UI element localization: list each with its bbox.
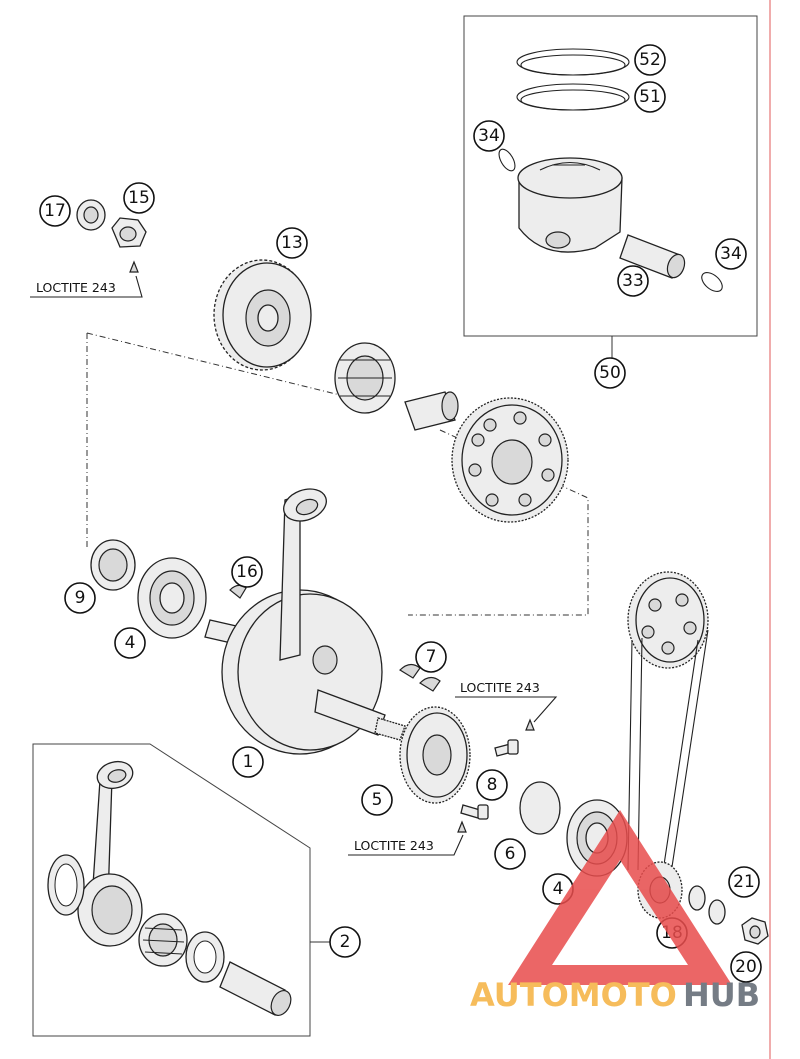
- piston-ring-51: [516, 83, 630, 111]
- callout-21: 21: [728, 866, 760, 898]
- conrod-kit-washer-b: [185, 931, 225, 983]
- spacer: [688, 885, 706, 911]
- svg-text:LOCTITE 243: LOCTITE 243: [354, 838, 434, 853]
- callout-50: 50: [594, 357, 626, 389]
- nut-15: [111, 217, 147, 248]
- loctite-label-2: LOCTITE 243: [455, 680, 558, 723]
- svg-text:20: 20: [735, 957, 757, 977]
- callout-5: 5: [361, 784, 393, 816]
- balancer-gear-5: [399, 706, 471, 804]
- callout-1: 1: [232, 746, 264, 778]
- svg-text:7: 7: [426, 647, 437, 667]
- washer-17: [76, 199, 106, 231]
- svg-text:LOCTITE 243: LOCTITE 243: [460, 680, 540, 695]
- callout-8: 8: [476, 769, 508, 801]
- rotor-13: [213, 259, 312, 371]
- svg-text:33: 33: [622, 271, 644, 291]
- svg-text:6: 6: [505, 844, 516, 864]
- piston: [517, 157, 623, 253]
- main-bearing-4a: [137, 557, 207, 639]
- loctite-drop-2: [525, 718, 535, 731]
- conrod-kit-crankpin: [219, 961, 292, 1016]
- svg-text:21: 21: [733, 872, 755, 892]
- svg-text:8: 8: [487, 775, 498, 795]
- loctite-label-1: LOCTITE 243: [30, 275, 143, 298]
- piston-pin: [619, 234, 686, 279]
- bolt-lower: [460, 804, 489, 820]
- shim-6: [519, 781, 561, 835]
- nut-20: [741, 917, 769, 945]
- loctite-drop-3: [457, 820, 467, 833]
- callout-33: 33: [617, 265, 649, 297]
- circlip-34-a: [498, 148, 516, 172]
- callout-52: 52: [634, 44, 666, 76]
- svg-text:2: 2: [340, 932, 351, 952]
- connecting-rod: [279, 488, 327, 661]
- svg-text:4: 4: [125, 633, 136, 653]
- svg-text:17: 17: [44, 201, 66, 221]
- callout-20: 20: [730, 951, 762, 983]
- loctite-drop-1: [129, 260, 139, 273]
- conrod-kit-bearing: [138, 913, 188, 967]
- woodruff-key-7b: [419, 676, 441, 692]
- callout-6: 6: [494, 838, 526, 870]
- woodruff-key-7a: [399, 663, 421, 679]
- callout-34b: 34: [715, 238, 747, 270]
- washer-21: [708, 899, 726, 925]
- conrod-kit-rod: [77, 760, 143, 947]
- callout-15: 15: [123, 182, 155, 214]
- svg-text:34: 34: [478, 126, 500, 146]
- bolt-8: [494, 739, 519, 757]
- callout-7: 7: [415, 641, 447, 673]
- svg-text:9: 9: [75, 588, 86, 608]
- svg-text:52: 52: [639, 50, 661, 70]
- callout-4a: 4: [114, 627, 146, 659]
- svg-text:4: 4: [553, 879, 564, 899]
- primary-gear: [451, 397, 569, 523]
- svg-text:51: 51: [639, 87, 661, 107]
- watermark-text-hub: HUB: [683, 976, 760, 1014]
- needle-bearing-cage: [334, 342, 396, 414]
- svg-text:5: 5: [372, 790, 383, 810]
- svg-text:16: 16: [236, 562, 258, 582]
- circlip-34-b: [701, 272, 723, 292]
- watermark-logo: AUTOMOTO HUB: [470, 810, 760, 1014]
- timing-chain: [627, 571, 709, 881]
- piston-ring-52: [516, 48, 630, 76]
- crankshaft: [204, 589, 406, 755]
- loctite-label-3: LOCTITE 243: [348, 834, 464, 856]
- svg-text:13: 13: [281, 233, 303, 253]
- svg-text:15: 15: [128, 188, 150, 208]
- shaft-seal-9: [90, 539, 136, 591]
- conrod-kit-washer-a: [47, 854, 85, 916]
- callout-51: 51: [634, 81, 666, 113]
- watermark-text-automoto: AUTOMOTO: [470, 976, 677, 1014]
- callout-17: 17: [39, 195, 71, 227]
- callout-34a: 34: [473, 120, 505, 152]
- needle-bushing: [404, 391, 459, 431]
- svg-text:34: 34: [720, 244, 742, 264]
- svg-text:LOCTITE 243: LOCTITE 243: [36, 280, 116, 295]
- callout-16: 16: [231, 556, 263, 588]
- callout-2: 2: [329, 926, 361, 958]
- svg-text:50: 50: [599, 363, 621, 383]
- callout-9: 9: [64, 582, 96, 614]
- callout-13: 13: [276, 227, 308, 259]
- svg-text:1: 1: [243, 752, 254, 772]
- piston-kit-box: [463, 15, 758, 337]
